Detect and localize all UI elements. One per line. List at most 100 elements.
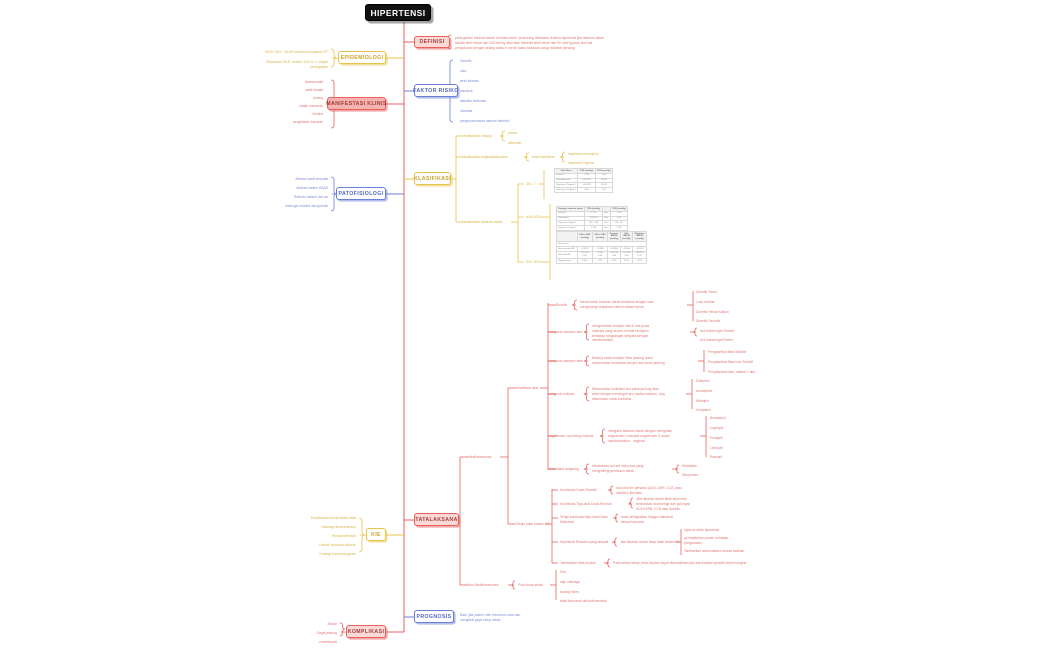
tatalaksana-non-medikamentosa-label: Non-Medikamentosa [468, 583, 499, 587]
therapy-step-3-desc: Jika tekanan darah tetap tidak terkendal… [620, 540, 680, 544]
manifestasi-item-1: sakit kepala [305, 88, 323, 92]
drug-class-0-desc: Menurunkan tekanan darah terutama dengan… [580, 300, 654, 309]
topic-prognosis-label: PROGNOSIS [416, 613, 452, 620]
drug-class-1-name: Antagonis reseptor alfa [548, 330, 582, 334]
table-row: Hipertensi Tingkat 2>160>100 [553, 187, 613, 194]
topic-epidemiologi[interactable]: EPIDEMIOLOGI [338, 51, 386, 64]
table-cell: 105-119/<70 [632, 250, 648, 260]
klasifikasi-tekanan-label: berdasarkan tekanan darah [462, 220, 503, 224]
drug-class-1-item-0: Anti Adrenergik Sentral [700, 329, 734, 333]
komplikasi-item-0: Stroke [327, 622, 337, 626]
topic-klasifikasi-label: KLASIFIKASI [414, 175, 451, 182]
klasifikasi-krisis-hipertensi: krisis hipertensi [532, 155, 555, 159]
tatalaksana-pola-hidup-label: Pola hidup sehat [518, 583, 543, 587]
table-header-cell: Office DBP(mmHg) [591, 230, 609, 243]
root-node-hipertensi[interactable]: HIPERTENSI [365, 4, 431, 21]
klasifikasi-kegawatan-label: berdasarkan kegawatdaruratan [462, 155, 508, 159]
drug-class-0-name: Diuretik [556, 303, 568, 307]
topic-manifestasi-klinis[interactable]: MANIFESTASI KLINIS [326, 97, 386, 110]
lifestyle-item-0: Diet [560, 570, 566, 574]
topic-kie[interactable]: KIE [366, 528, 386, 541]
definisi-text: peningkatan tekanan darah di dalam arter… [455, 36, 605, 50]
manifestasi-item-5: penglihatan berubah [292, 120, 323, 124]
drug-class-5-item-0: Hidralazin [682, 464, 697, 468]
table-header-cell [556, 230, 578, 243]
lifestyle-item-1: rajin olahraga [560, 580, 580, 584]
patofisiologi-item-2: Retensi natrium dan air [293, 195, 328, 199]
lifestyle-item-3: tidak konsumsi alkohol/merokok [560, 599, 607, 603]
table-cell: ≥140 [576, 258, 593, 265]
table-cell: ≥ 90 [609, 225, 629, 232]
topic-kie-label: KIE [371, 531, 381, 538]
kie-item-0: Pertahankan berat badan ideal [310, 516, 356, 520]
topic-faktor-risiko-label: FAKTOR RISIKO [413, 87, 459, 94]
table-cell: ≥135 [607, 258, 621, 265]
tatalaksana-klasifikasi-obat-label: Klasifikasi obat [516, 386, 538, 390]
faktor-risiko-item-5: obesitas [460, 109, 473, 113]
table-cell: 115-129/<80 [619, 250, 634, 260]
topic-klasifikasi[interactable]: KLASIFIKASI [414, 172, 451, 185]
topic-prognosis[interactable]: PROGNOSIS [414, 610, 454, 623]
drug-class-0-item-3: Diuretik Osmotik [696, 319, 721, 323]
therapy-step-4-desc: Pada setiap tahap, beta-blocker dapat di… [613, 561, 747, 565]
drug-class-1-item-1: Anti Adrenergik Perifer [700, 338, 733, 342]
drug-class-2-item-2: Penghambat beta ,arteriol + alfa [708, 370, 756, 374]
topic-tatalaksana-label: TATALAKSANA [415, 516, 458, 523]
therapy-step-2-desc: dosis ditingkatkan hingga maksimal sesua… [621, 515, 673, 524]
table-cell: atau [601, 225, 611, 232]
table-cell: Elevated BP [556, 250, 578, 260]
klasifikasi-etiologi-label: berdasarkan etiologi [462, 134, 492, 138]
drug-class-5-item-1: Nitroprusid [682, 473, 698, 477]
drug-class-0-item-0: Diuretik Tiazid [696, 290, 717, 294]
manifestasi-item-2: pusing [313, 96, 323, 100]
drug-class-0-item-1: Loop diuretic [696, 300, 715, 304]
therapy-step-3-sub-0: rujuk ke klinik hipertensi. [684, 528, 720, 532]
drug-class-4-desc: mengatur tekanan darah dengan mengubah a… [608, 429, 673, 443]
klasifikasi-etiologi-item-0: primer [508, 131, 518, 135]
drug-class-2-name: Antagonis reseptor beta [548, 359, 584, 363]
topic-patofisiologi-label: PATOFISIOLOGI [338, 190, 384, 197]
table-cell: 120-134/<85 [607, 250, 621, 260]
therapy-step-3-sub-2: Tambahkan spironolakton sesuai indikasi. [684, 549, 745, 553]
drug-class-4-name: Angiotensin con-erting-enzyme [548, 434, 594, 438]
therapy-step-3-name: Hipertensi Resisten yang tampak [560, 540, 609, 544]
drug-class-3-desc: Menurunkan kontraksi otot polos jantung … [592, 387, 665, 401]
table-row: Hypertension≥140≥90≥135≥130≥120 [556, 258, 648, 265]
therapy-step-1-desc: Jika tekanan darah tidak terkontrol, tam… [636, 497, 691, 511]
drug-class-5-desc: Merelaksasi sel-sel otot polos yang meng… [592, 464, 644, 473]
therapy-step-0-desc: dua obat lini pertama (ACEi, ARB, CCB, a… [616, 486, 682, 495]
root-label: HIPERTENSI [370, 7, 426, 18]
patofisiologi-item-1: Aktivasi sistem RAAS [296, 186, 328, 190]
tatalaksana-terapi-label: Terapi pada pasien HT [516, 522, 550, 526]
drug-class-2-desc: Bekerja pada reseptor Beta jantung untuk… [592, 356, 665, 365]
drug-class-4-item-4: Ramipril [710, 455, 723, 459]
topic-tatalaksana[interactable]: TATALAKSANA [414, 513, 459, 526]
faktor-risiko-item-0: Genetik [460, 59, 472, 63]
klasifikasi-guideline-aha2019: AHA 2019 [526, 215, 541, 219]
table-cell: >100 [594, 187, 613, 194]
topic-definisi[interactable]: DEFINISI [414, 36, 450, 48]
lifestyle-item-2: kurangi stres [560, 590, 579, 594]
faktor-risiko-item-3: merokok [460, 89, 473, 93]
klasifikasi-guideline-esc2024: ESC 2024 [526, 260, 542, 264]
table-cell: ≥ 140 [584, 225, 603, 232]
kie-item-4: Kurangi konsumsi garam [319, 552, 356, 556]
topic-komplikasi[interactable]: KOMPLIKASI [346, 625, 386, 638]
table-cell: Hypertension [556, 258, 578, 265]
kie-item-3: Hindari konsumsi alkohol [319, 543, 356, 547]
drug-class-4-item-2: Enalapril [710, 436, 723, 440]
faktor-risiko-item-2: jenis kelamin [460, 79, 480, 83]
drug-class-5-name: Vasodilator langsung [548, 467, 579, 471]
topic-faktor-risiko[interactable]: FAKTOR RISIKO [413, 84, 459, 97]
prognosis-text: Baik, jika pasien rutin meminum obat dan… [460, 613, 521, 622]
topic-patofisiologi[interactable]: PATOFISIOLOGI [336, 187, 386, 200]
topic-komplikasi-label: KOMPLIKASI [347, 628, 385, 635]
patofisiologi-item-3: disfungsi endotel dan genetik [285, 204, 328, 208]
